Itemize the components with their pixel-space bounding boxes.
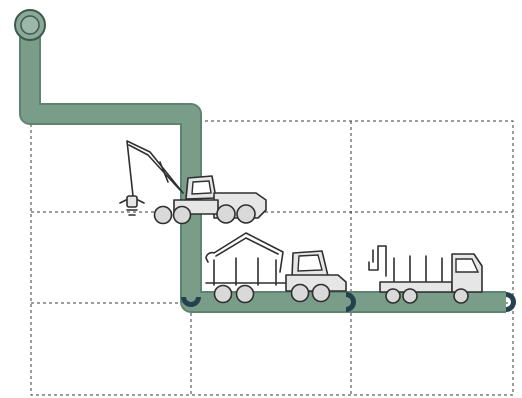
end-marker-icon (506, 292, 516, 312)
dashed-grid (31, 121, 513, 395)
grid-outer-frame (31, 121, 513, 395)
route-outline (30, 30, 506, 302)
route-fill (30, 30, 506, 302)
start-point-icon (15, 10, 45, 40)
route-path (30, 30, 506, 302)
